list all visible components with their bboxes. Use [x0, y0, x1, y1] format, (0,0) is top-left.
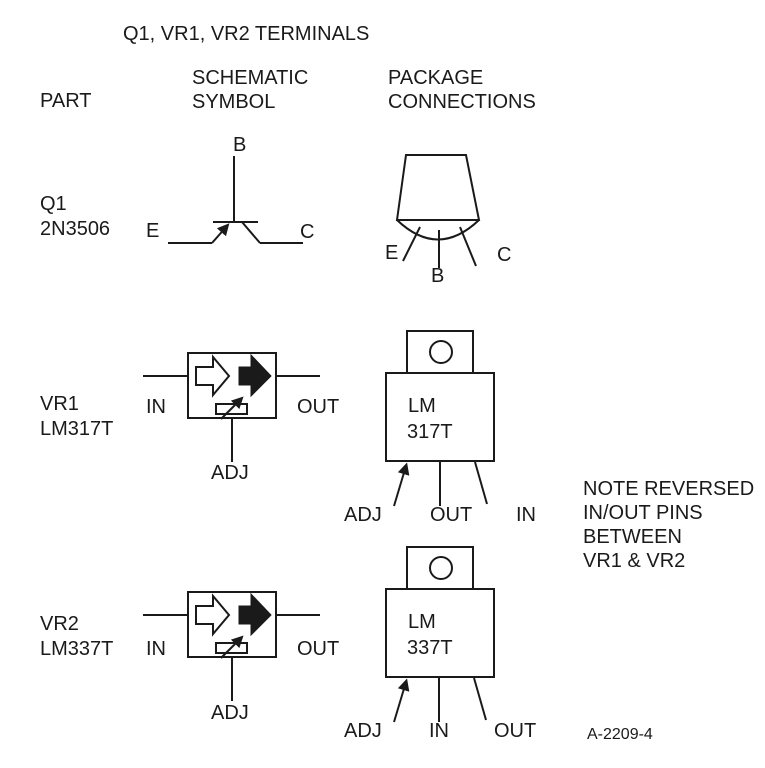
column-header-schematic: SCHEMATIC	[192, 67, 309, 89]
vr1-regulator-symbol-icon	[143, 352, 320, 462]
adjust-arrow-line	[220, 396, 244, 420]
vr1-schematic-out-label: OUT	[297, 396, 340, 418]
package-body-shape	[385, 588, 495, 678]
vr1-package-outline-icon	[385, 330, 495, 507]
vr2-part-name: VR2	[40, 613, 79, 635]
q1-schematic-emitter-label: E	[146, 220, 160, 242]
vr1-part-number: LM317T	[40, 418, 114, 440]
vr2-package-center-pin-label: IN	[429, 720, 449, 742]
vr1-package-right-pin-label: IN	[516, 504, 536, 526]
column-header-part: PART	[40, 90, 92, 112]
vr2-part-number: LM337T	[40, 638, 114, 660]
output-filled-arrow-icon	[238, 592, 272, 637]
right-pin-line	[474, 461, 488, 505]
vr2-schematic-in-label: IN	[146, 638, 166, 660]
note-line-1: NOTE REVERSED	[583, 478, 755, 500]
mounting-hole-icon	[429, 340, 453, 364]
figure-id: A-2209-4	[587, 726, 653, 743]
adj-pin-arrow-line	[393, 462, 410, 507]
vr1-package-marking-line1: LM	[408, 395, 436, 417]
q1-package-outline-icon	[395, 154, 481, 268]
note-line-4: VR1 & VR2	[583, 550, 686, 572]
output-filled-arrow-icon	[238, 353, 272, 398]
column-header-connections: CONNECTIONS	[388, 91, 536, 113]
vr2-schematic-out-label: OUT	[297, 638, 340, 660]
vr1-package-marking-line2: 317T	[407, 421, 453, 443]
vr2-package-marking-line1: LM	[408, 611, 436, 633]
input-open-arrow-icon	[195, 593, 231, 637]
q1-schematic-base-label: B	[233, 134, 247, 156]
case-body-shape	[395, 154, 481, 221]
vr1-part-name: VR1	[40, 393, 79, 415]
adjust-arrow-line	[220, 635, 244, 659]
vr2-schematic-adj-label: ADJ	[211, 702, 249, 724]
q1-part-name: Q1	[40, 193, 67, 215]
vr1-package-left-pin-label: ADJ	[344, 504, 382, 526]
package-body-shape	[385, 372, 495, 462]
vr2-package-marking-line2: 337T	[407, 637, 453, 659]
vr2-package-left-pin-label: ADJ	[344, 720, 382, 742]
q1-package-center-pin-label: B	[431, 265, 445, 287]
column-header-package: PACKAGE	[388, 67, 484, 89]
adj-pin-arrow-line	[393, 678, 410, 723]
q1-package-left-pin-label: E	[385, 242, 399, 264]
vr2-package-outline-icon	[385, 546, 495, 723]
figure-title: Q1, VR1, VR2 TERMINALS	[123, 23, 370, 45]
emitter-arrow-line	[211, 223, 230, 244]
note-line-3: BETWEEN	[583, 526, 682, 548]
vr2-regulator-symbol-icon	[143, 591, 320, 701]
lead-right-line	[459, 226, 477, 267]
vr1-schematic-in-label: IN	[146, 396, 166, 418]
input-open-arrow-icon	[195, 354, 231, 398]
collector-diagonal-line	[241, 221, 261, 244]
note-line-2: IN/OUT PINS	[583, 502, 703, 524]
column-header-symbol: SYMBOL	[192, 91, 276, 113]
vr1-schematic-adj-label: ADJ	[211, 462, 249, 484]
q1-part-number: 2N3506	[40, 218, 111, 240]
vr2-package-right-pin-label: OUT	[494, 720, 537, 742]
q1-transistor-symbol-icon	[168, 156, 303, 244]
q1-package-right-pin-label: C	[497, 244, 512, 266]
q1-schematic-collector-label: C	[300, 221, 315, 243]
lead-left-line	[402, 226, 421, 262]
mounting-hole-icon	[429, 556, 453, 580]
vr1-package-center-pin-label: OUT	[430, 504, 473, 526]
right-pin-line	[473, 677, 487, 721]
